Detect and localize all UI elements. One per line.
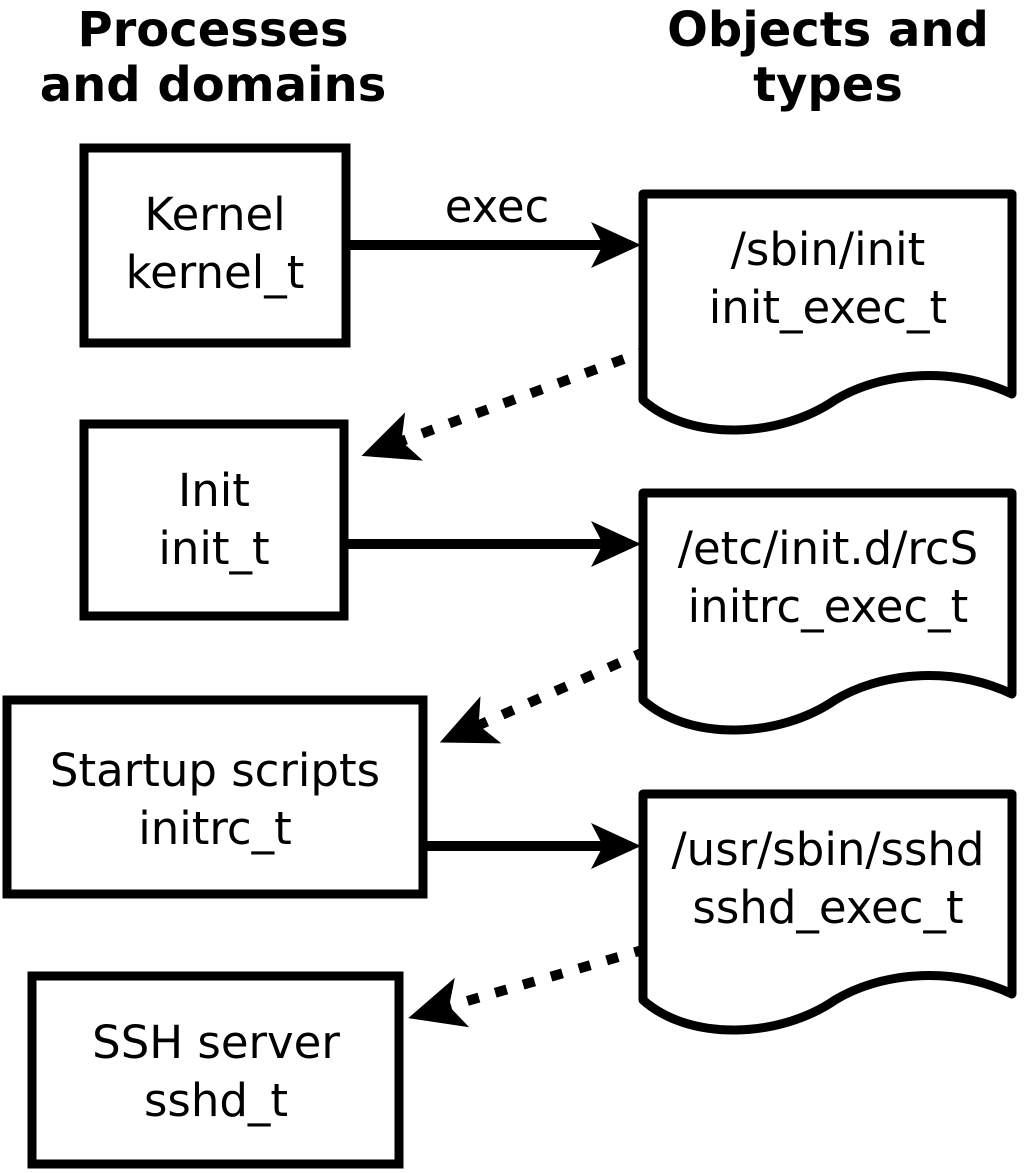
usr-sbin-sshd-doc-path: /usr/sbin/sshd — [672, 823, 985, 876]
sbin-init-doc-path: /sbin/init — [731, 223, 926, 276]
sbin-init-doc-type: init_exec_t — [709, 281, 947, 334]
header-objects-and-types: Objects and types — [667, 2, 989, 113]
header-right-line1: Objects and — [667, 2, 989, 58]
etc-initd-rcs-doc-shape — [638, 488, 1017, 735]
header-right-line2: types — [753, 57, 903, 113]
kernel-box-label: Kernel — [144, 188, 285, 241]
etc-initd-rcs-doc-type: initrc_exec_t — [688, 580, 969, 633]
usr-sbin-sshd-doc-shape — [638, 789, 1017, 1035]
ssh-server-box-domain: sshd_t — [144, 1074, 288, 1127]
arrow-sbin-init-to-init — [361, 344, 653, 461]
process-box-startup-scripts: Startup scripts initrc_t — [2, 695, 428, 899]
header-left-line2: and domains — [40, 57, 387, 113]
init-box-rect — [79, 419, 349, 621]
object-doc-etc-initd-rcs: /etc/init.d/rcS initrc_exec_t — [638, 488, 1017, 735]
sbin-init-doc-shape — [638, 189, 1017, 435]
startup-scripts-box-label: Startup scripts — [50, 744, 380, 797]
object-doc-usr-sbin-sshd: /usr/sbin/sshd sshd_exec_t — [638, 789, 1017, 1035]
header-left-line1: Processes — [77, 2, 348, 58]
process-box-kernel: Kernel kernel_t — [79, 143, 351, 348]
edges-dotted — [361, 344, 653, 1028]
ssh-server-box-rect — [27, 971, 404, 1169]
init-box-label: Init — [178, 464, 250, 517]
exec-label: exec — [445, 180, 550, 233]
kernel-box-rect — [79, 143, 351, 348]
header-processes-and-domains: Processes and domains — [40, 2, 387, 113]
arrow-etc-initd-rcs-to-initrc — [439, 646, 649, 744]
init-box-domain: init_t — [158, 522, 269, 575]
object-doc-sbin-init: /sbin/init init_exec_t — [638, 189, 1017, 435]
ssh-server-box-label: SSH server — [92, 1016, 340, 1069]
arrow-usr-sbin-sshd-to-sshd — [408, 944, 648, 1028]
startup-scripts-box-domain: initrc_t — [138, 802, 292, 855]
usr-sbin-sshd-doc-type: sshd_exec_t — [692, 881, 963, 934]
startup-scripts-box-rect — [2, 695, 428, 899]
process-box-init: Init init_t — [79, 419, 349, 621]
etc-initd-rcs-doc-path: /etc/init.d/rcS — [678, 522, 978, 575]
kernel-box-domain: kernel_t — [126, 246, 305, 299]
edges-solid: exec — [346, 180, 641, 869]
process-box-ssh-server: SSH server sshd_t — [27, 971, 404, 1169]
